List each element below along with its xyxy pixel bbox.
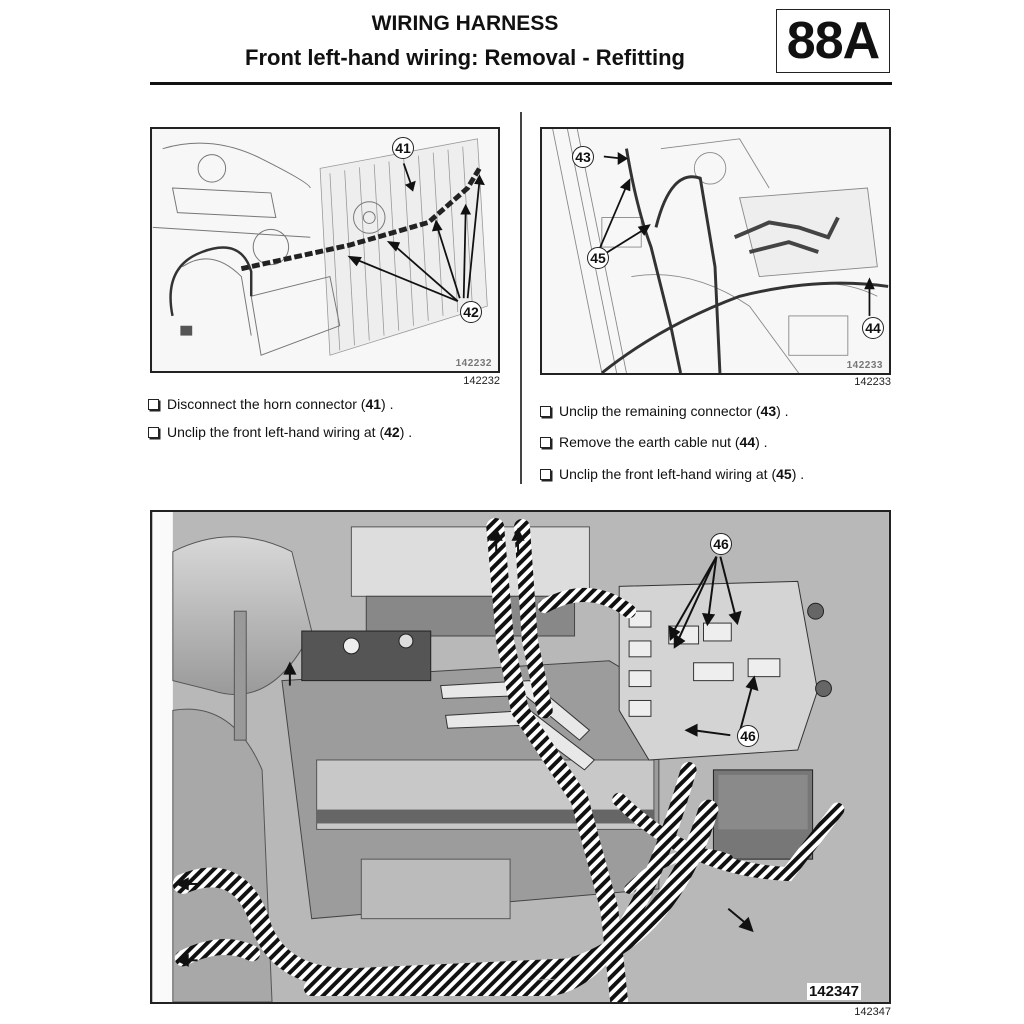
figure-inner-number: 142233 [846, 360, 883, 371]
instruction-step: Unclip the remaining connector (43) . [540, 403, 789, 419]
checkbox-bullet-icon [540, 405, 551, 417]
figure-horn-connector: 41 42 142232 [150, 127, 500, 373]
figure-caption-number: 142233 [854, 376, 891, 388]
engine-bay-line-drawing [152, 129, 498, 371]
figure-caption-number: 142232 [463, 375, 500, 387]
figure-inner-number: 142347 [806, 983, 861, 1000]
section-title: WIRING HARNESS [371, 12, 559, 35]
callout-43: 43 [572, 146, 594, 168]
engine-bay-render [153, 512, 888, 1002]
checkbox-bullet-icon [540, 468, 551, 480]
figure-fuse-box-harness: 46 46 142347 [150, 510, 891, 1004]
instruction-step: Remove the earth cable nut (44) . [540, 434, 768, 450]
checkbox-bullet-icon [148, 398, 159, 410]
callout-41: 41 [392, 137, 414, 159]
callout-46-bottom: 46 [737, 725, 759, 747]
callout-45: 45 [587, 247, 609, 269]
column-divider [520, 112, 522, 484]
header-divider [150, 82, 892, 85]
callout-44: 44 [862, 317, 884, 339]
instruction-step: Unclip the front left-hand wiring at (45… [540, 466, 804, 482]
callout-42: 42 [460, 301, 482, 323]
chapter-code-badge: 88A [776, 9, 890, 73]
figure-caption-number: 142347 [854, 1006, 891, 1018]
checkbox-bullet-icon [148, 426, 159, 438]
instruction-step: Unclip the front left-hand wiring at (42… [148, 424, 412, 440]
instruction-step: Disconnect the horn connector (41) . [148, 396, 393, 412]
callout-46-top: 46 [710, 533, 732, 555]
figure-connector-earth-nut: 43 45 44 142233 [540, 127, 891, 375]
page-subtitle: Front left-hand wiring: Removal - Refitt… [245, 45, 685, 70]
checkbox-bullet-icon [540, 436, 551, 448]
figure-inner-number: 142232 [455, 358, 492, 369]
